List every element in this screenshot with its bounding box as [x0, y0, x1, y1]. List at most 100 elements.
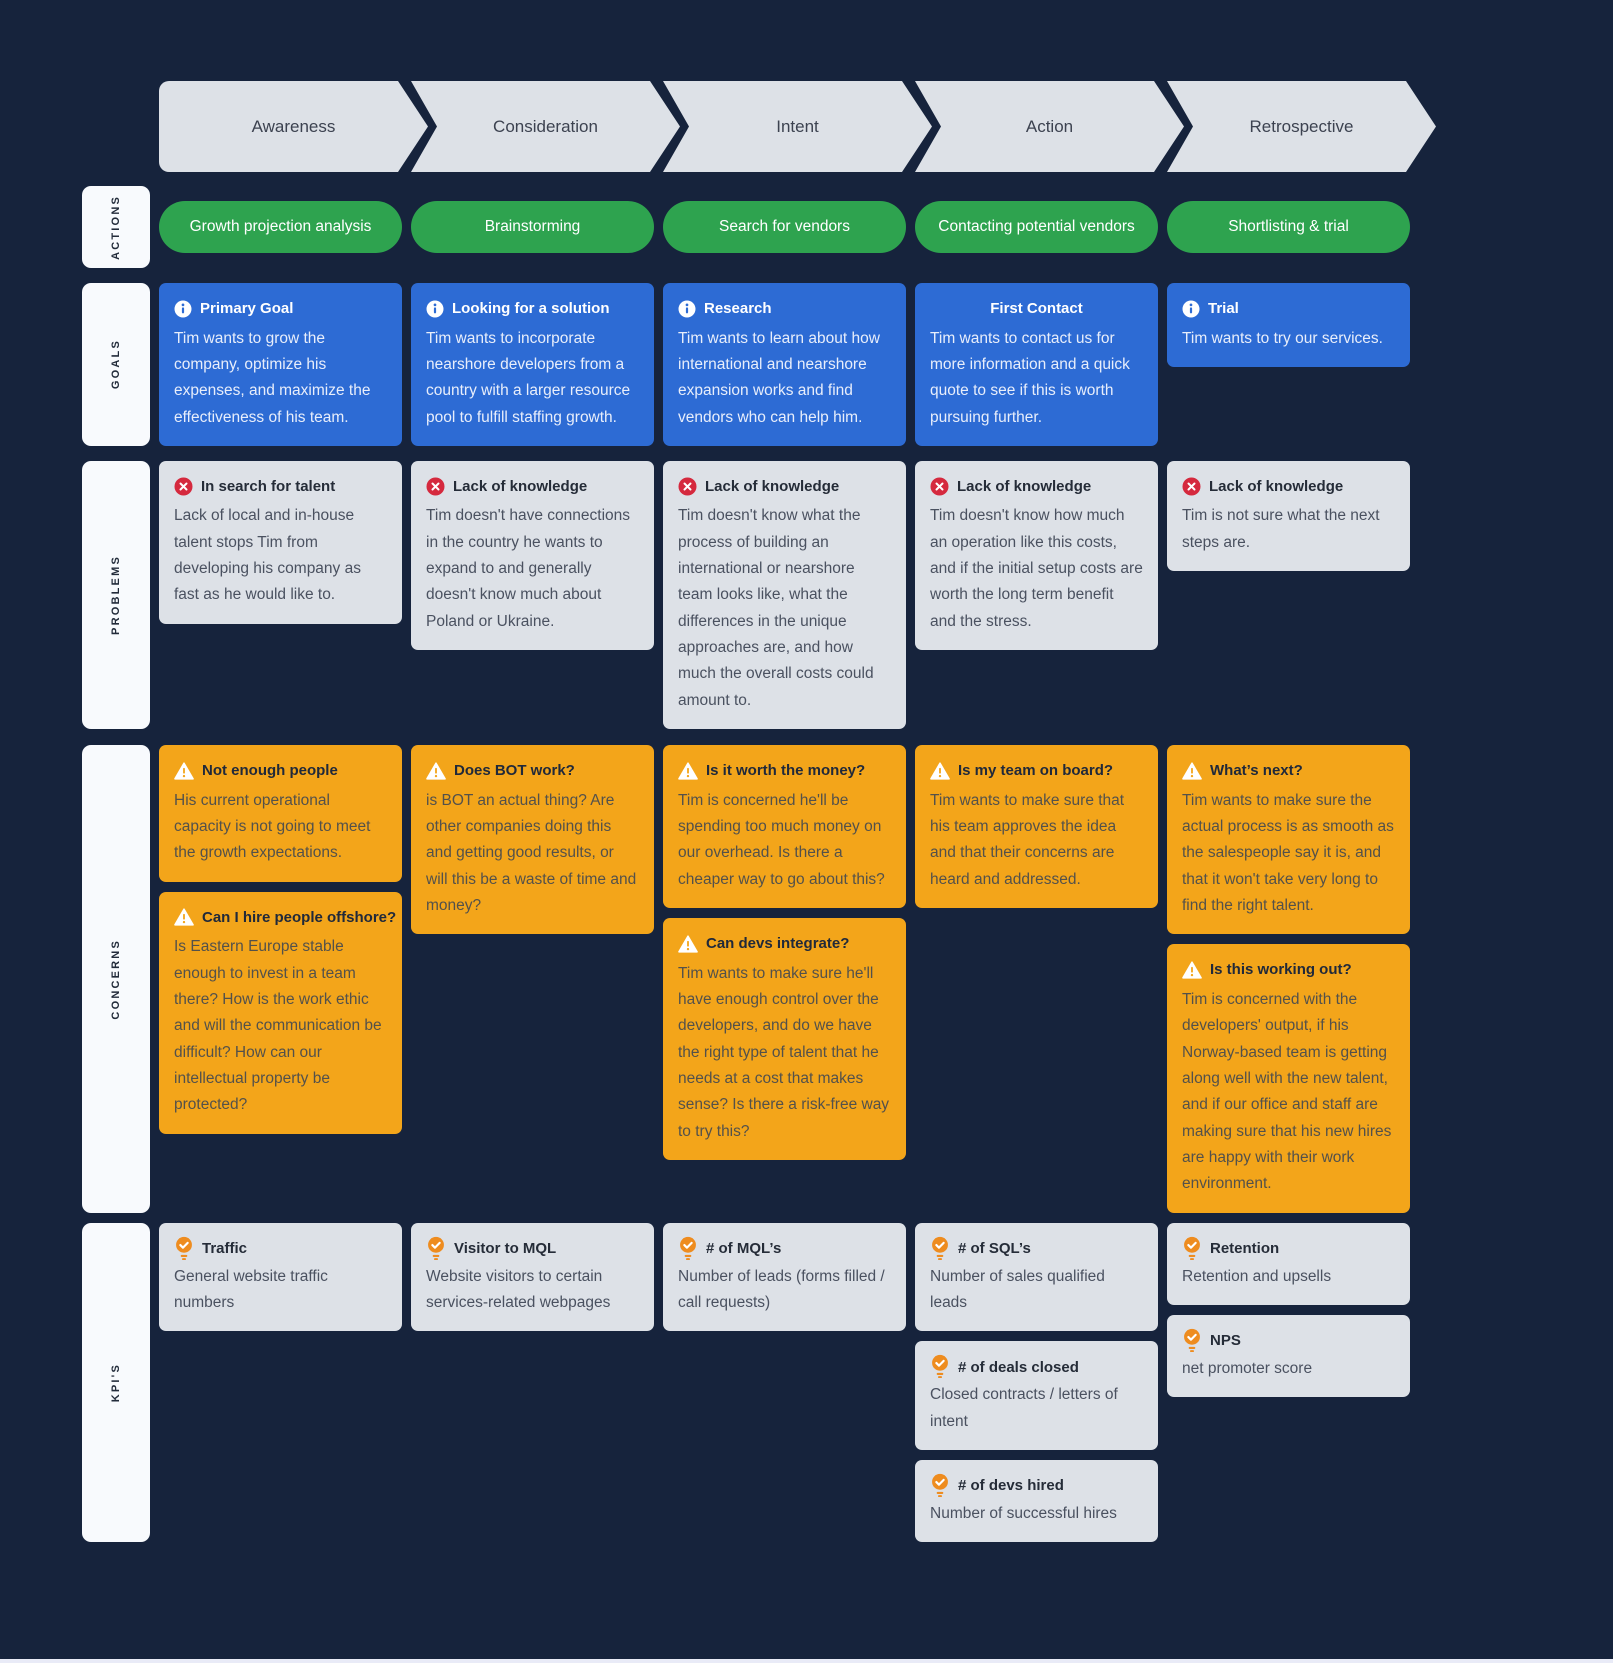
- warning-triangle-icon: [174, 908, 194, 926]
- goal-card-action: First Contact Tim wants to contact us fo…: [915, 283, 1158, 446]
- problem-card-title-row: Lack of knowledge: [426, 474, 639, 500]
- row-label-text: PROBLEMS: [110, 555, 122, 635]
- concern-card-title-row: Is this working out?: [1182, 957, 1395, 983]
- concern-title: Does BOT work?: [454, 762, 575, 780]
- problem-card-intent: Lack of knowledge Tim doesn't know what …: [663, 460, 906, 730]
- action-pill-action: Contacting potential vendors: [915, 201, 1158, 253]
- kpi-card: # of deals closed Closed contracts / let…: [915, 1341, 1158, 1450]
- concern-card: Not enough people His current operationa…: [159, 745, 402, 882]
- warning-triangle-icon: [678, 762, 698, 780]
- goal-title: Trial: [1208, 300, 1239, 317]
- kpi-card: NPS net promoter score: [1167, 1314, 1410, 1398]
- problem-title: Lack of knowledge: [957, 477, 1092, 495]
- problem-body: Tim doesn't know how much an operation l…: [930, 507, 1143, 630]
- warning-triangle-icon: [1182, 762, 1202, 780]
- concern-body: His current operational capacity is not …: [174, 791, 371, 862]
- problems-row: PROBLEMS In search for talent Lack of lo…: [82, 460, 1613, 730]
- kpi-body: Website visitors to certain services-rel…: [426, 1267, 611, 1311]
- warning-triangle-icon: [930, 762, 950, 780]
- action-label: Contacting potential vendors: [938, 218, 1135, 235]
- row-label-actions: ACTIONS: [82, 186, 150, 268]
- x-circle-icon: [426, 477, 445, 496]
- warning-triangle-icon: [174, 762, 194, 780]
- concern-card-title-row: What’s next?: [1182, 758, 1395, 784]
- concern-card: Is it worth the money? Tim is concerned …: [663, 745, 906, 908]
- action-label: Shortlisting & trial: [1228, 218, 1349, 235]
- problem-body: Lack of local and in-house talent stops …: [174, 507, 361, 604]
- concern-card: What’s next? Tim wants to make sure the …: [1167, 745, 1410, 935]
- kpi-title: Traffic: [202, 1239, 248, 1257]
- stage-intent: Intent: [663, 81, 932, 172]
- kpi-body: Number of successful hires: [930, 1504, 1117, 1522]
- action-pill-awareness: Growth projection analysis: [159, 201, 402, 253]
- kpi-body: Number of sales qualified leads: [930, 1267, 1105, 1311]
- goal-title: Primary Goal: [200, 300, 294, 317]
- problem-card-title-row: Lack of knowledge: [678, 474, 891, 500]
- row-label-text: ACTIONS: [110, 194, 122, 260]
- problem-card-title-row: Lack of knowledge: [930, 474, 1143, 500]
- problem-card-title-row: In search for talent: [174, 474, 387, 500]
- kpi-title: # of devs hired: [958, 1477, 1064, 1495]
- kpi-card: # of devs hired Number of successful hir…: [915, 1459, 1158, 1543]
- concern-card: Is this working out? Tim is concerned wi…: [1167, 944, 1410, 1213]
- row-label-concerns: CONCERNS: [82, 745, 150, 1213]
- goal-card-retrospective: Trial Tim wants to try our services.: [1167, 283, 1410, 367]
- action-label: Brainstorming: [484, 218, 581, 235]
- stage-row-spacer: [82, 81, 150, 172]
- goal-card-title-row: Primary Goal: [174, 296, 387, 322]
- action-label: Search for vendors: [719, 218, 850, 235]
- kpis-stack-awareness: Traffic General website traffic numbers: [159, 1222, 402, 1332]
- action-pill-intent: Search for vendors: [663, 201, 906, 253]
- kpi-card-title-row: # of devs hired: [930, 1473, 1143, 1499]
- concern-card-title-row: Can I hire people offshore?: [174, 905, 396, 931]
- x-circle-icon: [930, 477, 949, 496]
- kpi-title: Retention: [1210, 1239, 1280, 1257]
- concern-title: Is it worth the money?: [706, 762, 866, 780]
- stage-consideration: Consideration: [411, 81, 680, 172]
- concerns-stack-action: Is my team on board? Tim wants to make s…: [915, 745, 1158, 908]
- kpi-card-title-row: NPS: [1182, 1328, 1395, 1354]
- concern-card-title-row: Is my team on board?: [930, 758, 1143, 784]
- kpi-card: Retention Retention and upsells: [1167, 1222, 1410, 1305]
- warning-triangle-icon: [426, 762, 446, 780]
- x-circle-icon: [678, 477, 697, 496]
- concern-card-title-row: Does BOT work?: [426, 758, 639, 784]
- kpi-card: Traffic General website traffic numbers: [159, 1222, 402, 1332]
- concern-body: is BOT an actual thing? Are other compan…: [426, 791, 637, 914]
- kpis-stack-retrospective: Retention Retention and upsells NPS net …: [1167, 1222, 1410, 1398]
- concerns-stack-intent: Is it worth the money? Tim is concerned …: [663, 745, 906, 1160]
- kpi-card-title-row: # of MQL’s: [678, 1236, 891, 1262]
- goal-body: Tim wants to learn about how internation…: [678, 329, 880, 426]
- lightbulb-check-icon: [930, 1473, 950, 1499]
- concern-body: Tim is concerned with the developers' ou…: [1182, 990, 1392, 1193]
- goal-card-title-row: Trial: [1182, 296, 1395, 322]
- stage-label: Action: [1025, 116, 1074, 136]
- concern-card-title-row: Not enough people: [174, 758, 387, 784]
- concern-card-title-row: Is it worth the money?: [678, 758, 891, 784]
- goal-card-title-row: Research: [678, 296, 891, 322]
- stage-action: Action: [915, 81, 1184, 172]
- problem-title: Lack of knowledge: [1209, 477, 1344, 495]
- kpis-stack-consideration: Visitor to MQL Website visitors to certa…: [411, 1222, 654, 1332]
- lightbulb-check-icon: [930, 1354, 950, 1380]
- kpi-card: Visitor to MQL Website visitors to certa…: [411, 1222, 654, 1332]
- stage-retrospective: Retrospective: [1167, 81, 1436, 172]
- action-label: Growth projection analysis: [189, 218, 372, 235]
- kpi-body: Retention and upsells: [1182, 1267, 1332, 1285]
- stage-row: Awareness Consideration Intent Action Re…: [82, 81, 1613, 172]
- problem-title: Lack of knowledge: [453, 477, 588, 495]
- kpi-body: Closed contracts / letters of intent: [930, 1386, 1118, 1430]
- kpis-row: KPI'S Traffic General website traffic nu…: [82, 1222, 1613, 1543]
- kpi-card-title-row: Visitor to MQL: [426, 1236, 639, 1262]
- concern-title: Is my team on board?: [958, 762, 1114, 780]
- problem-title: Lack of knowledge: [705, 477, 840, 495]
- kpi-body: General website traffic numbers: [174, 1267, 328, 1311]
- row-label-kpis: KPI'S: [82, 1222, 150, 1543]
- problem-card-awareness: In search for talent Lack of local and i…: [159, 460, 402, 624]
- lightbulb-check-icon: [426, 1236, 446, 1262]
- concern-body: Tim wants to make sure the actual proces…: [1182, 791, 1394, 914]
- concerns-stack-retrospective: What’s next? Tim wants to make sure the …: [1167, 745, 1410, 1213]
- problem-body: Tim doesn't have connections in the coun…: [426, 507, 630, 630]
- goal-card-awareness: Primary Goal Tim wants to grow the compa…: [159, 283, 402, 446]
